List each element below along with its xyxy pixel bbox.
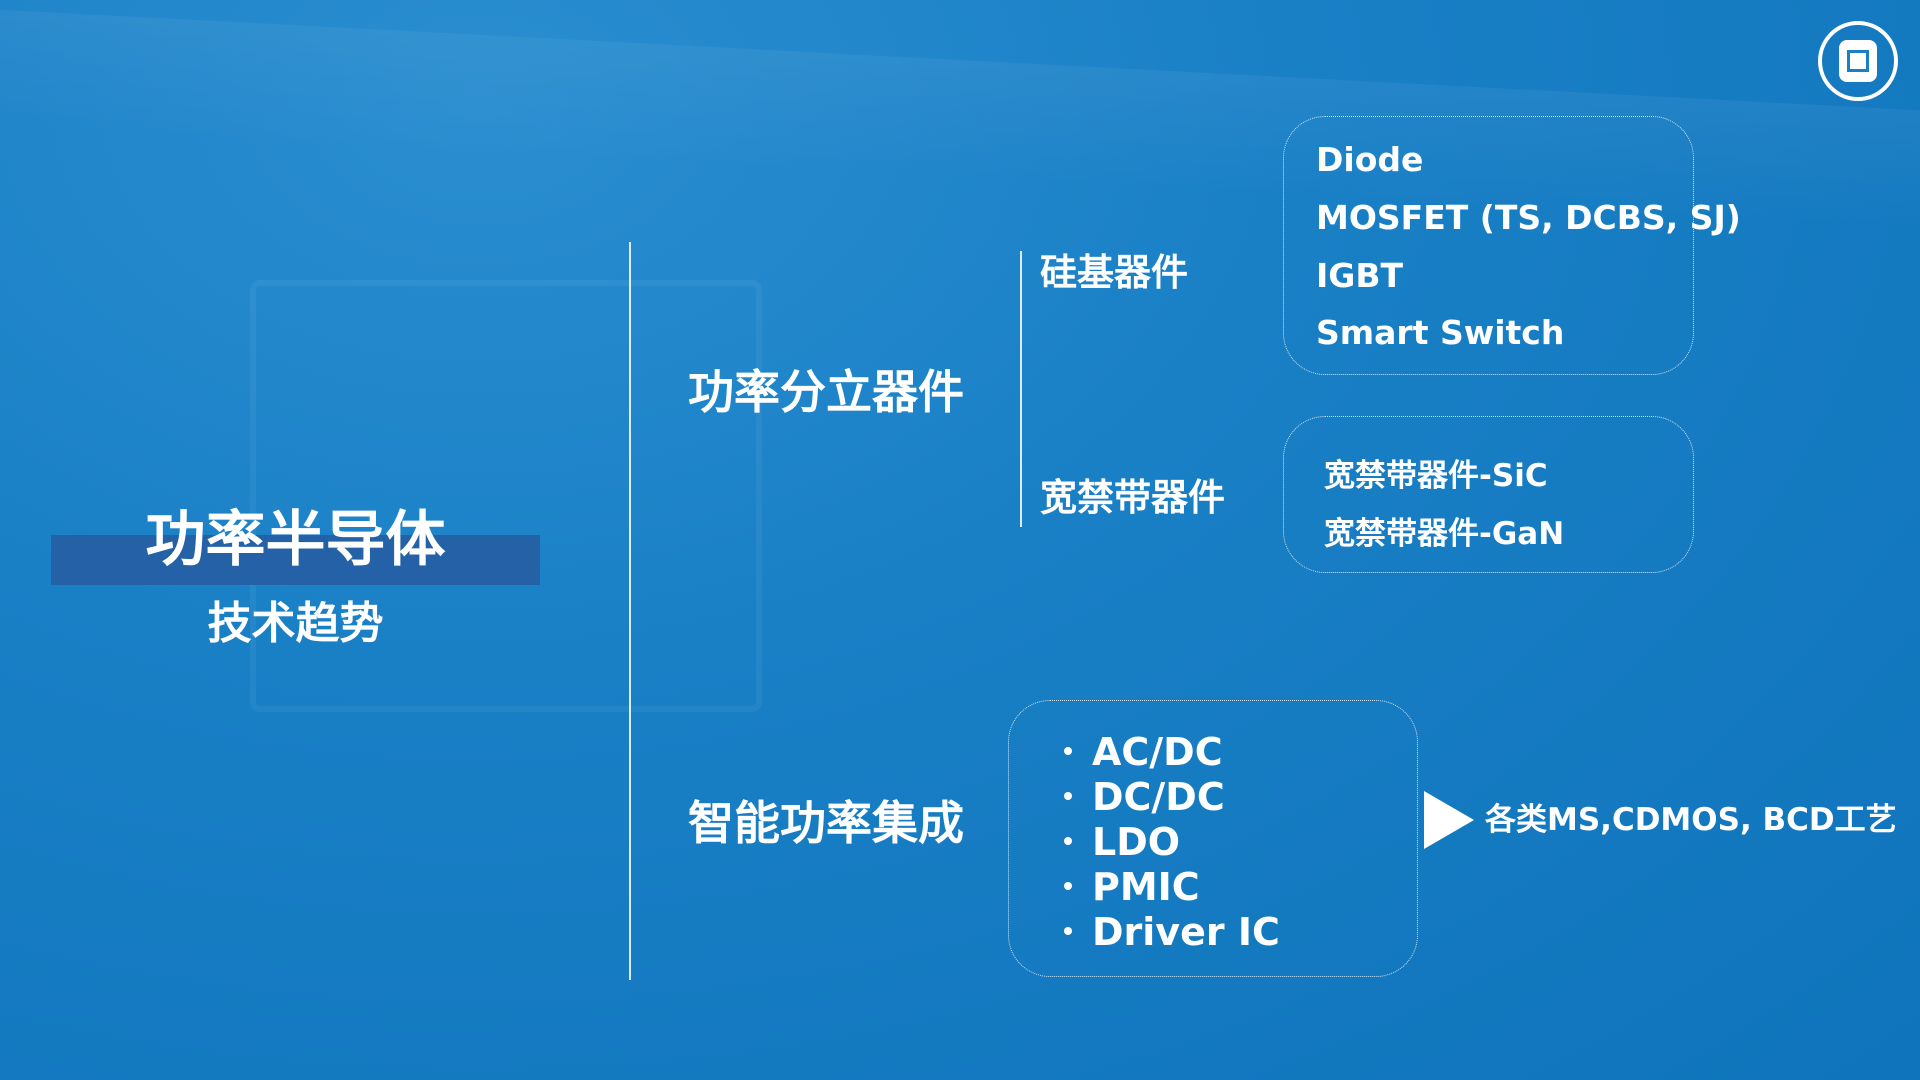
list-item: Driver IC: [1064, 909, 1280, 955]
bullet-icon: [1064, 746, 1072, 755]
bullet-icon: [1064, 791, 1072, 800]
bullet-icon: [1064, 926, 1072, 935]
divider-line: [629, 242, 631, 980]
list-item: Smart Switch: [1316, 313, 1565, 352]
list-item: PMIC: [1064, 864, 1200, 910]
background-decoration: [250, 280, 762, 712]
wide-bandgap-box: [1283, 416, 1694, 573]
list-item: 宽禁带器件-SiC: [1324, 458, 1548, 494]
bullet-icon: [1064, 881, 1072, 890]
list-item: DC/DC: [1064, 774, 1225, 820]
chip-logo-icon: [1818, 21, 1898, 101]
title-highlight-bar: [51, 535, 540, 585]
discrete-devices-heading: 功率分立器件: [688, 365, 964, 419]
list-item: AC/DC: [1064, 729, 1223, 775]
arrow-right-icon: [1424, 791, 1474, 849]
list-item: Diode: [1316, 140, 1424, 179]
slide-subtitle: 技术趋势: [207, 598, 384, 649]
list-item: LDO: [1064, 819, 1180, 865]
integration-box: [1008, 700, 1418, 977]
process-note: 各类MS,CDMOS, BCD工艺: [1485, 802, 1897, 838]
silicon-devices-label: 硅基器件: [1040, 251, 1188, 294]
wide-bandgap-label: 宽禁带器件: [1040, 476, 1225, 519]
list-item: IGBT: [1316, 256, 1404, 295]
slide-title: 功率半导体: [145, 505, 446, 575]
list-item: 宽禁带器件-GaN: [1324, 516, 1565, 552]
silicon-devices-box: [1283, 116, 1694, 375]
branch-line: [1020, 251, 1022, 527]
integration-heading: 智能功率集成: [688, 796, 964, 850]
bullet-icon: [1064, 836, 1072, 845]
list-item: MOSFET (TS, DCBS, SJ): [1316, 198, 1741, 237]
